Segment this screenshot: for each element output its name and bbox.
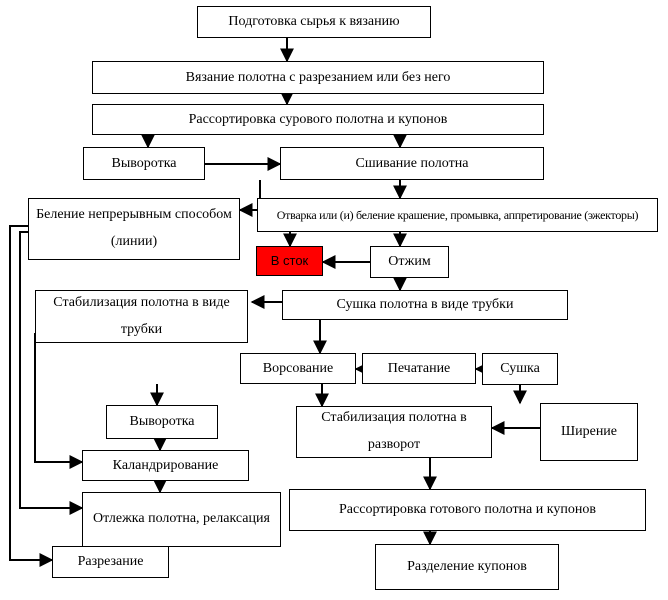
node-sort-final: Рассортировка готового полотна и купонов (289, 489, 646, 531)
node-wet-processing: Отварка или (и) беление крашение, промыв… (257, 198, 658, 232)
node-widen: Ширение (540, 403, 638, 461)
node-turn2: Выворотка (106, 405, 218, 439)
node-dry-tube: Сушка полотна в виде трубки (282, 290, 568, 320)
node-calender: Каландрирование (82, 450, 249, 481)
node-bleach-continuous: Беление непрерывным способом (линии) (28, 198, 240, 260)
arrow-bleach-to-relax (19, 231, 84, 515)
node-knit: Вязание полотна с разрезанием или без не… (92, 61, 544, 94)
node-prep: Подготовка сырья к вязанию (197, 6, 431, 38)
node-sew: Сшивание полотна (280, 147, 544, 180)
node-split: Разделение купонов (375, 544, 559, 590)
node-turn1: Выворотка (83, 147, 205, 180)
node-stab-open: Стабилизация полотна в разворот (296, 406, 492, 458)
node-print: Печатание (362, 353, 476, 384)
arrow-stab-to-calender (34, 333, 84, 469)
node-squeeze: Отжим (370, 246, 449, 278)
node-sort-raw: Рассортировка сурового полотна и купонов (92, 104, 544, 135)
arrow-bleach-to-cut (9, 225, 54, 567)
node-relax: Отлежка полотна, релаксация (82, 492, 281, 547)
node-nap: Ворсование (240, 353, 356, 384)
node-dry: Сушка (482, 353, 558, 385)
node-cut: Разрезание (52, 546, 169, 578)
node-drain: В сток (256, 246, 323, 276)
node-stab-tube: Стабилизация полотна в виде трубки (35, 290, 248, 343)
